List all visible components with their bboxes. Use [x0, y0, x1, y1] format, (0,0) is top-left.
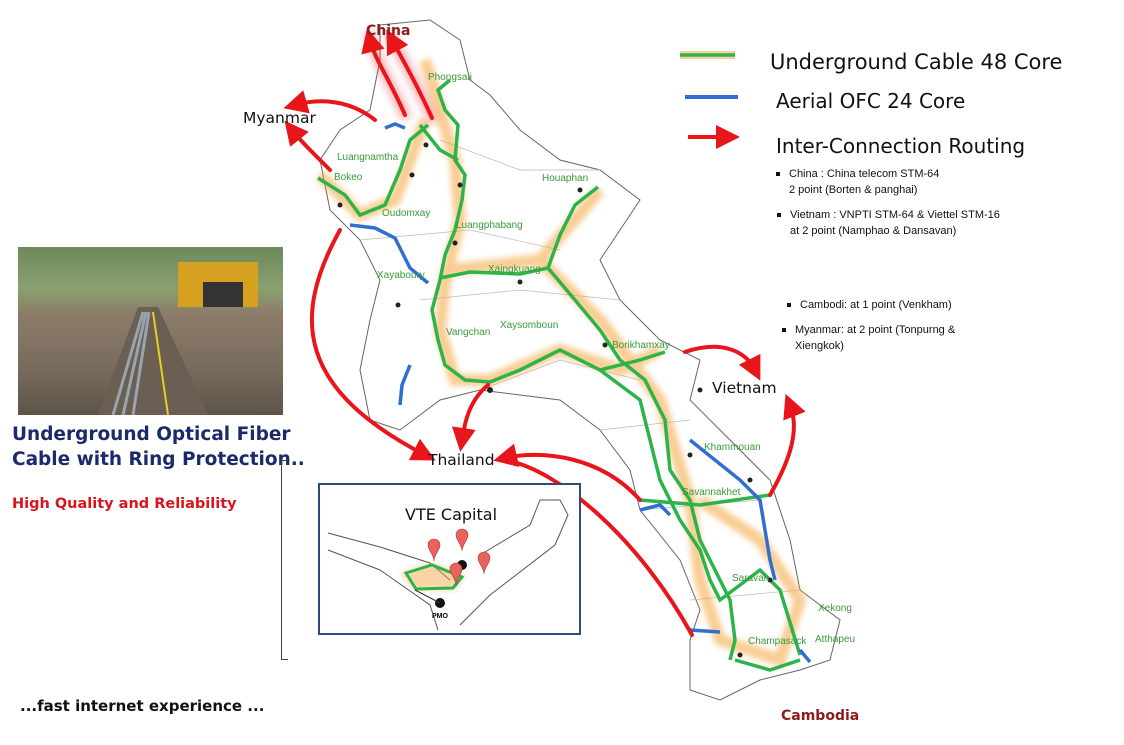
- capital-ring-route: [400, 563, 465, 591]
- province-label: Xekong: [818, 603, 852, 614]
- footer-tagline: ...fast internet experience ...: [20, 697, 265, 715]
- province-label: Xaingkuang: [488, 264, 541, 275]
- province-label: Atthapeu: [815, 634, 856, 645]
- province-label: Luangphabang: [456, 220, 523, 231]
- cable-glow: [315, 58, 807, 668]
- province-label: Luangnamtha: [337, 152, 399, 163]
- bracket-divider: [281, 460, 288, 660]
- note-cambodia: Cambodi: at 1 point (Venkham): [787, 297, 952, 313]
- inset-title: VTE Capital: [405, 505, 498, 524]
- note-china: China : China telecom STM-64 2 point (Bo…: [775, 166, 940, 198]
- note-line: Xiengkok): [795, 340, 844, 352]
- province-label: Phongsali: [428, 72, 472, 83]
- province-borders: [359, 139, 801, 601]
- interconnection-routes: [283, 28, 806, 637]
- aerial-cable-routes: [349, 122, 812, 664]
- note-line: China : China telecom STM-64: [789, 168, 940, 180]
- province-label: Khammouan: [704, 442, 761, 453]
- province-label: Xayaboury: [377, 270, 425, 281]
- country-label-china: China: [366, 23, 411, 39]
- country-label-thailand: Thailand: [428, 451, 495, 469]
- location-pin-icons: [427, 528, 491, 586]
- legend-aerial-label: Aerial OFC 24 Core: [776, 89, 966, 113]
- note-vietnam: Vietnam : VNPTI STM-64 & Viettel STM-16 …: [777, 207, 1000, 239]
- legend-interconnect-label: Inter-Connection Routing: [776, 134, 1026, 158]
- vte-capital-inset: PMO VTE Capital: [318, 483, 581, 635]
- note-line: 2 point (Borten & panghai): [789, 184, 918, 196]
- pmo-label: PMO: [432, 613, 449, 620]
- province-label: Bokeo: [334, 172, 363, 183]
- legend-underground-label: Underground Cable 48 Core: [770, 50, 1063, 74]
- trench-photo: [18, 247, 283, 415]
- underground-cable-routes: [317, 78, 802, 672]
- province-label: Borikhamxay: [612, 340, 670, 351]
- headline: Underground Optical Fiber Cable with Rin…: [12, 422, 305, 472]
- note-line: at 2 point (Namphao & Dansavan): [790, 225, 957, 237]
- note-myanmar: Myanmar: at 2 point (Tonpurng & Xiengkok…: [781, 322, 956, 354]
- headline-line: Cable with Ring Protection..: [12, 449, 305, 470]
- quality-subtitle: High Quality and Reliability: [12, 496, 237, 512]
- note-line: Myanmar: at 2 point (Tonpurng &: [795, 324, 956, 336]
- province-label: Saravan: [732, 573, 770, 584]
- province-label: Vangchan: [446, 327, 491, 338]
- province-label: Savannakhet: [682, 487, 741, 498]
- country-label-myanmar: Myanmar: [243, 109, 316, 127]
- city-markers: [337, 142, 773, 658]
- note-line: Cambodi: at 1 point (Venkham): [800, 299, 952, 311]
- province-label: Champasack: [748, 636, 807, 647]
- province-label: Houaphan: [542, 173, 589, 184]
- headline-line: Underground Optical Fiber: [12, 424, 291, 445]
- country-label-vietnam: Vietnam: [712, 379, 777, 397]
- province-label: Xaysomboun: [500, 320, 559, 331]
- country-label-cambodia: Cambodia: [781, 708, 860, 724]
- note-line: Vietnam : VNPTI STM-64 & Viettel STM-16: [790, 209, 1000, 221]
- province-label: Oudomxay: [382, 208, 431, 219]
